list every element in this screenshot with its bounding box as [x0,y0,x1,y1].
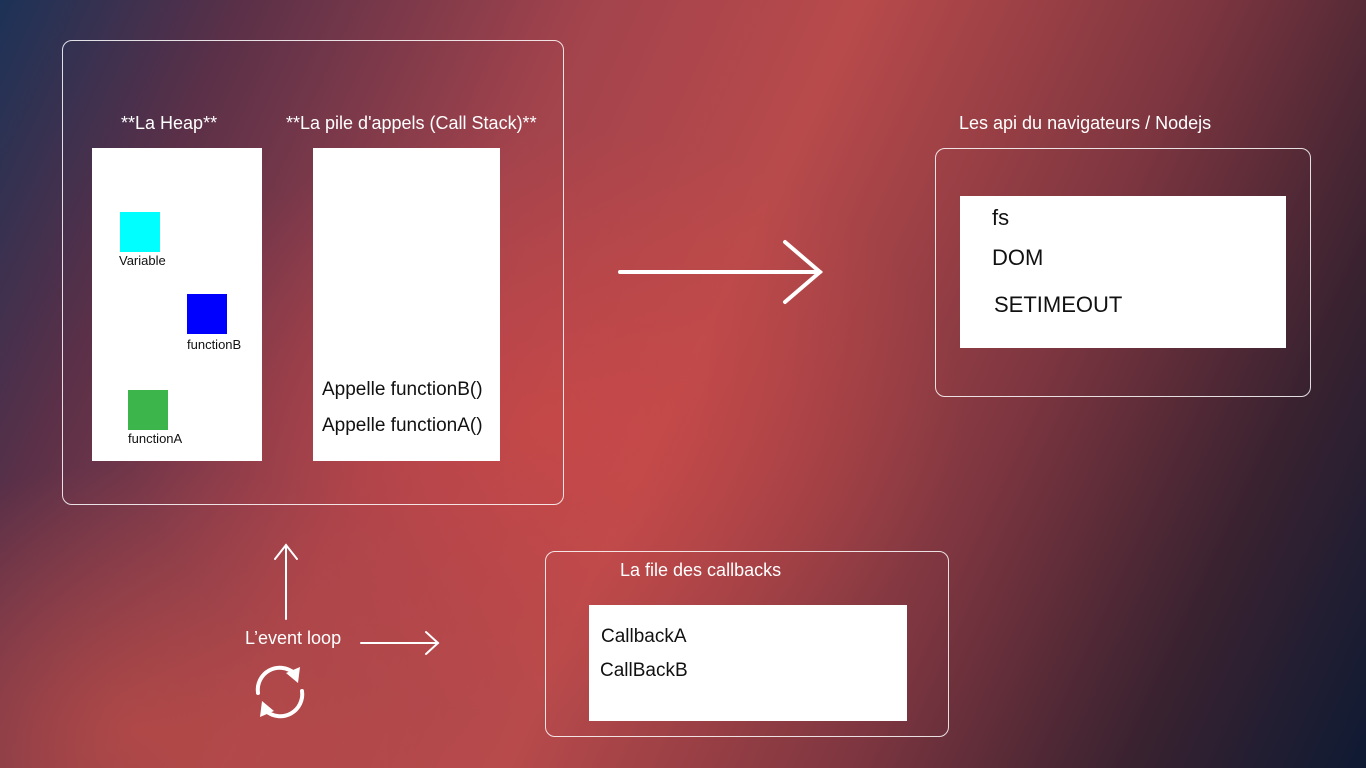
runtime-panel [62,40,564,505]
callback-queue-panel [545,551,949,737]
heap-label-functionb: functionB [187,337,242,352]
arrow-up-icon [274,543,298,620]
callback-item-b: CallBackB [600,660,688,681]
refresh-cycle-icon [255,665,305,719]
callstack-title: **La pile d'appels (Call Stack)** [286,113,537,133]
callstack-entry-functiona: Appelle functionA() [322,415,483,436]
heap-box [92,148,262,461]
callback-queue-box [589,605,907,721]
heap-square-functionb [187,294,227,334]
apis-panel [935,148,1311,397]
arrow-right-icon [618,240,824,304]
arrow-right-small-icon [360,631,440,655]
apis-box [960,196,1286,348]
heap-label-functiona: functionA [128,431,183,446]
callback-item-a: CallbackA [601,626,687,647]
apis-title: Les api du navigateurs / Nodejs [959,113,1212,133]
callstack-box [313,148,500,461]
event-loop-label: L’event loop [245,628,342,648]
callstack-entry-functionb: Appelle functionB() [322,379,483,400]
api-item-fs: fs [992,205,1010,230]
heap-square-functiona [128,390,168,430]
api-item-dom: DOM [992,245,1044,270]
callback-queue-title: La file des callbacks [620,560,782,580]
api-item-settimeout: SETIMEOUT [994,292,1123,317]
heap-title: **La Heap** [121,113,218,133]
heap-square-variable [120,212,160,252]
heap-label-variable: Variable [119,253,166,268]
